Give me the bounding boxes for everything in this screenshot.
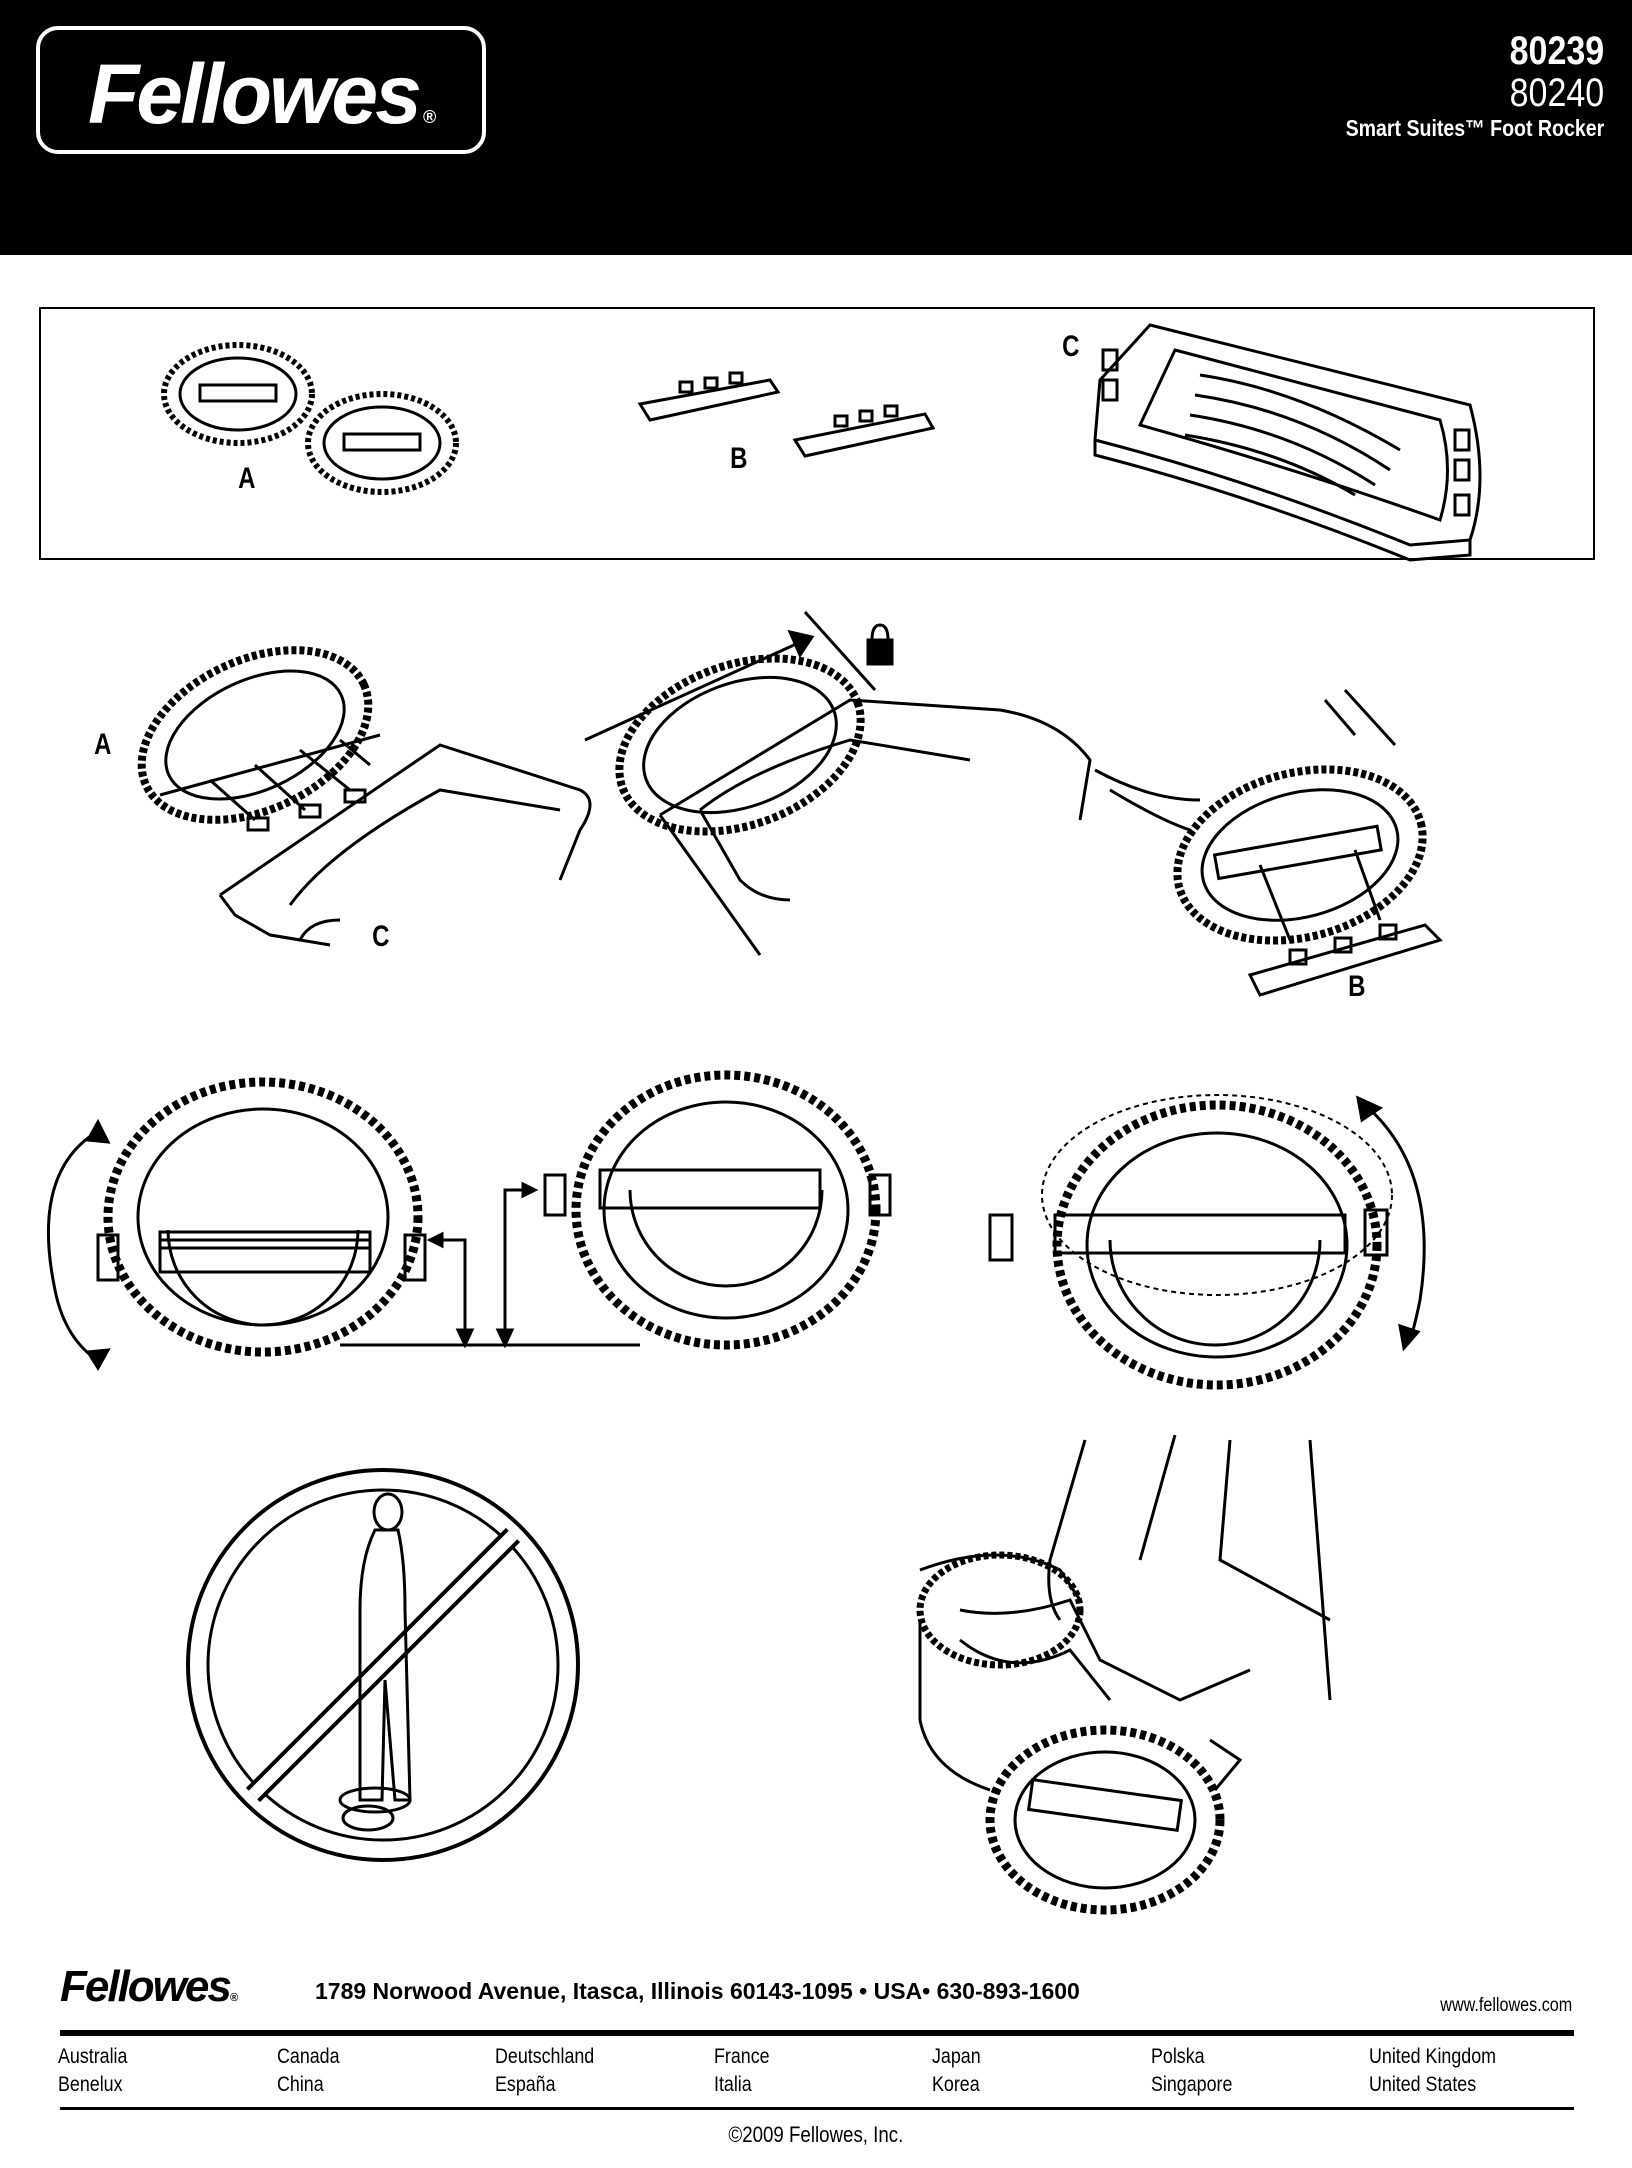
footer-divider-bottom <box>60 2107 1574 2110</box>
part-label-c: C <box>1062 330 1080 363</box>
country-item: Benelux <box>58 2073 123 2096</box>
part-label-b: B <box>730 442 748 475</box>
lock-icon <box>866 623 894 666</box>
foot-on-rocker-illustration <box>916 1434 1332 1915</box>
country-item: United Kingdom <box>1369 2045 1497 2068</box>
country-item: Singapore <box>1150 2073 1233 2096</box>
part-a-wheels-illustration <box>161 342 459 495</box>
country-item: United States <box>1369 2073 1477 2096</box>
country-item: Korea <box>932 2073 980 2096</box>
copyright: ©2009 Fellowes, Inc. <box>0 2122 1632 2148</box>
part-b-clips-illustration <box>637 371 936 458</box>
country-item: Italia <box>713 2073 752 2096</box>
wheel-rocking-illustration <box>988 1094 1393 1390</box>
part-label-a: A <box>238 462 256 495</box>
step-label-b: B <box>1348 970 1366 1003</box>
product-title: Smart Suites™ Foot Rocker <box>1345 115 1604 141</box>
footer-brand-logo: Fellowes® <box>60 1962 238 2012</box>
country-item: China <box>276 2073 324 2096</box>
no-standing-warning-icon <box>186 1468 580 1862</box>
country-item: France <box>713 2045 770 2068</box>
country-item: Australia <box>58 2045 128 2068</box>
model-number-1: 80239 <box>1509 29 1604 73</box>
registered-mark: ® <box>422 107 437 127</box>
parts-list-box <box>39 307 1595 560</box>
model-number-2: 80240 <box>1509 71 1604 115</box>
footer-divider-top <box>60 2030 1574 2036</box>
country-item: Polska <box>1150 2045 1205 2068</box>
wheel-low-position-illustration <box>96 1077 427 1357</box>
height-indicator-arrows-icon <box>340 1181 640 1349</box>
wheel-high-position-illustration <box>543 1070 892 1350</box>
rotation-arrow-right-icon <box>1356 1095 1426 1352</box>
footer-registered-mark: ® <box>229 1992 238 2004</box>
step-slide-lock-illustration <box>584 610 1092 956</box>
country-list: Australia Canada Deutschland France Japa… <box>58 2045 1588 2097</box>
country-item: Deutschland <box>495 2045 595 2068</box>
model-info: 80239 80240 Smart Suites™ Foot Rocker <box>1300 30 1604 142</box>
part-c-platform-illustration <box>1093 323 1482 562</box>
country-item: España <box>495 2073 556 2096</box>
brand-logo: Fellowes® <box>36 26 486 154</box>
step-label-c: C <box>372 920 390 953</box>
country-item: Canada <box>276 2045 340 2068</box>
website-link[interactable]: www.fellowes.com <box>1440 1995 1572 2016</box>
footer-brand-name: Fellowes <box>60 1962 232 2011</box>
company-address: 1789 Norwood Avenue, Itasca, Illinois 60… <box>315 1978 1080 2004</box>
step-attach-wheel-illustration <box>137 646 592 947</box>
country-item: Japan <box>932 2045 981 2068</box>
step-attach-clip-illustration <box>1094 688 1443 997</box>
rotation-arrow-left-icon <box>46 1118 111 1371</box>
step-label-a: A <box>94 728 112 761</box>
copyright-text: ©2009 Fellowes, Inc. <box>728 2122 904 2147</box>
brand-name: Fellowes <box>88 47 422 141</box>
header-band: Fellowes® 80239 80240 Smart Suites™ Foot… <box>0 0 1632 255</box>
